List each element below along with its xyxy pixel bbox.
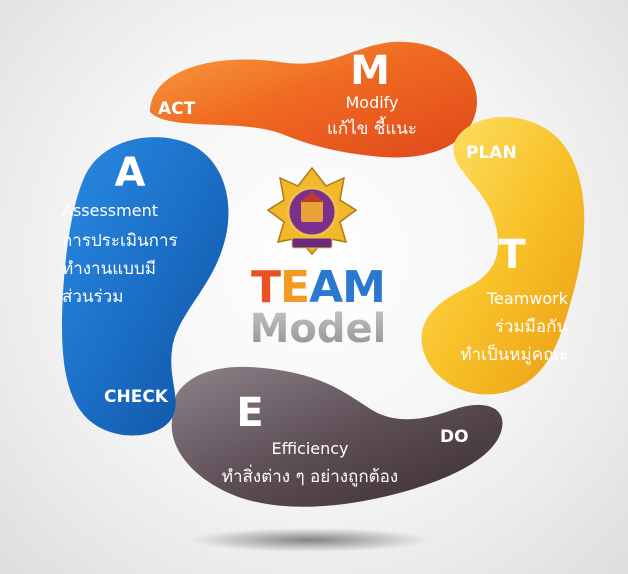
- teamwork-name: Teamwork: [486, 289, 569, 308]
- petal-efficiency: [171, 366, 503, 507]
- model-subtitle: Model: [250, 306, 387, 352]
- petal-assessment: [62, 137, 229, 436]
- modify-thai: แก้ไข ชี้แนะ: [327, 116, 417, 139]
- teamwork-thai-1: ร่วมมือกัน: [495, 317, 569, 337]
- petal-teamwork: [421, 116, 585, 395]
- ground-shadow: [190, 528, 430, 552]
- tag-plan: PLAN: [466, 143, 517, 163]
- efficiency-thai: ทำสิ่งต่าง ๆ อย่างถูกต้อง: [222, 464, 398, 487]
- efficiency-name: Efficiency: [271, 439, 348, 458]
- assessment-thai-1: การประเมินการ: [62, 231, 178, 251]
- teamwork-thai-2: ทำเป็นหมู่คณะ: [460, 343, 568, 365]
- tag-do: DO: [440, 427, 469, 447]
- letter-a: A: [115, 150, 146, 196]
- letter-e: E: [236, 390, 263, 436]
- emblem-icon: [266, 166, 358, 256]
- assessment-name: Assessment: [62, 201, 158, 220]
- team-title: TEAM: [251, 262, 385, 313]
- letter-t: T: [498, 232, 526, 278]
- modify-name: Modify: [345, 93, 398, 112]
- assessment-thai-3: ส่วนร่วม: [62, 287, 123, 307]
- tag-check: CHECK: [104, 387, 169, 407]
- letter-m: M: [350, 48, 390, 94]
- assessment-thai-2: ทำงานแบบมี: [62, 259, 156, 279]
- petal-modify: [150, 41, 478, 158]
- tag-act: ACT: [158, 99, 196, 119]
